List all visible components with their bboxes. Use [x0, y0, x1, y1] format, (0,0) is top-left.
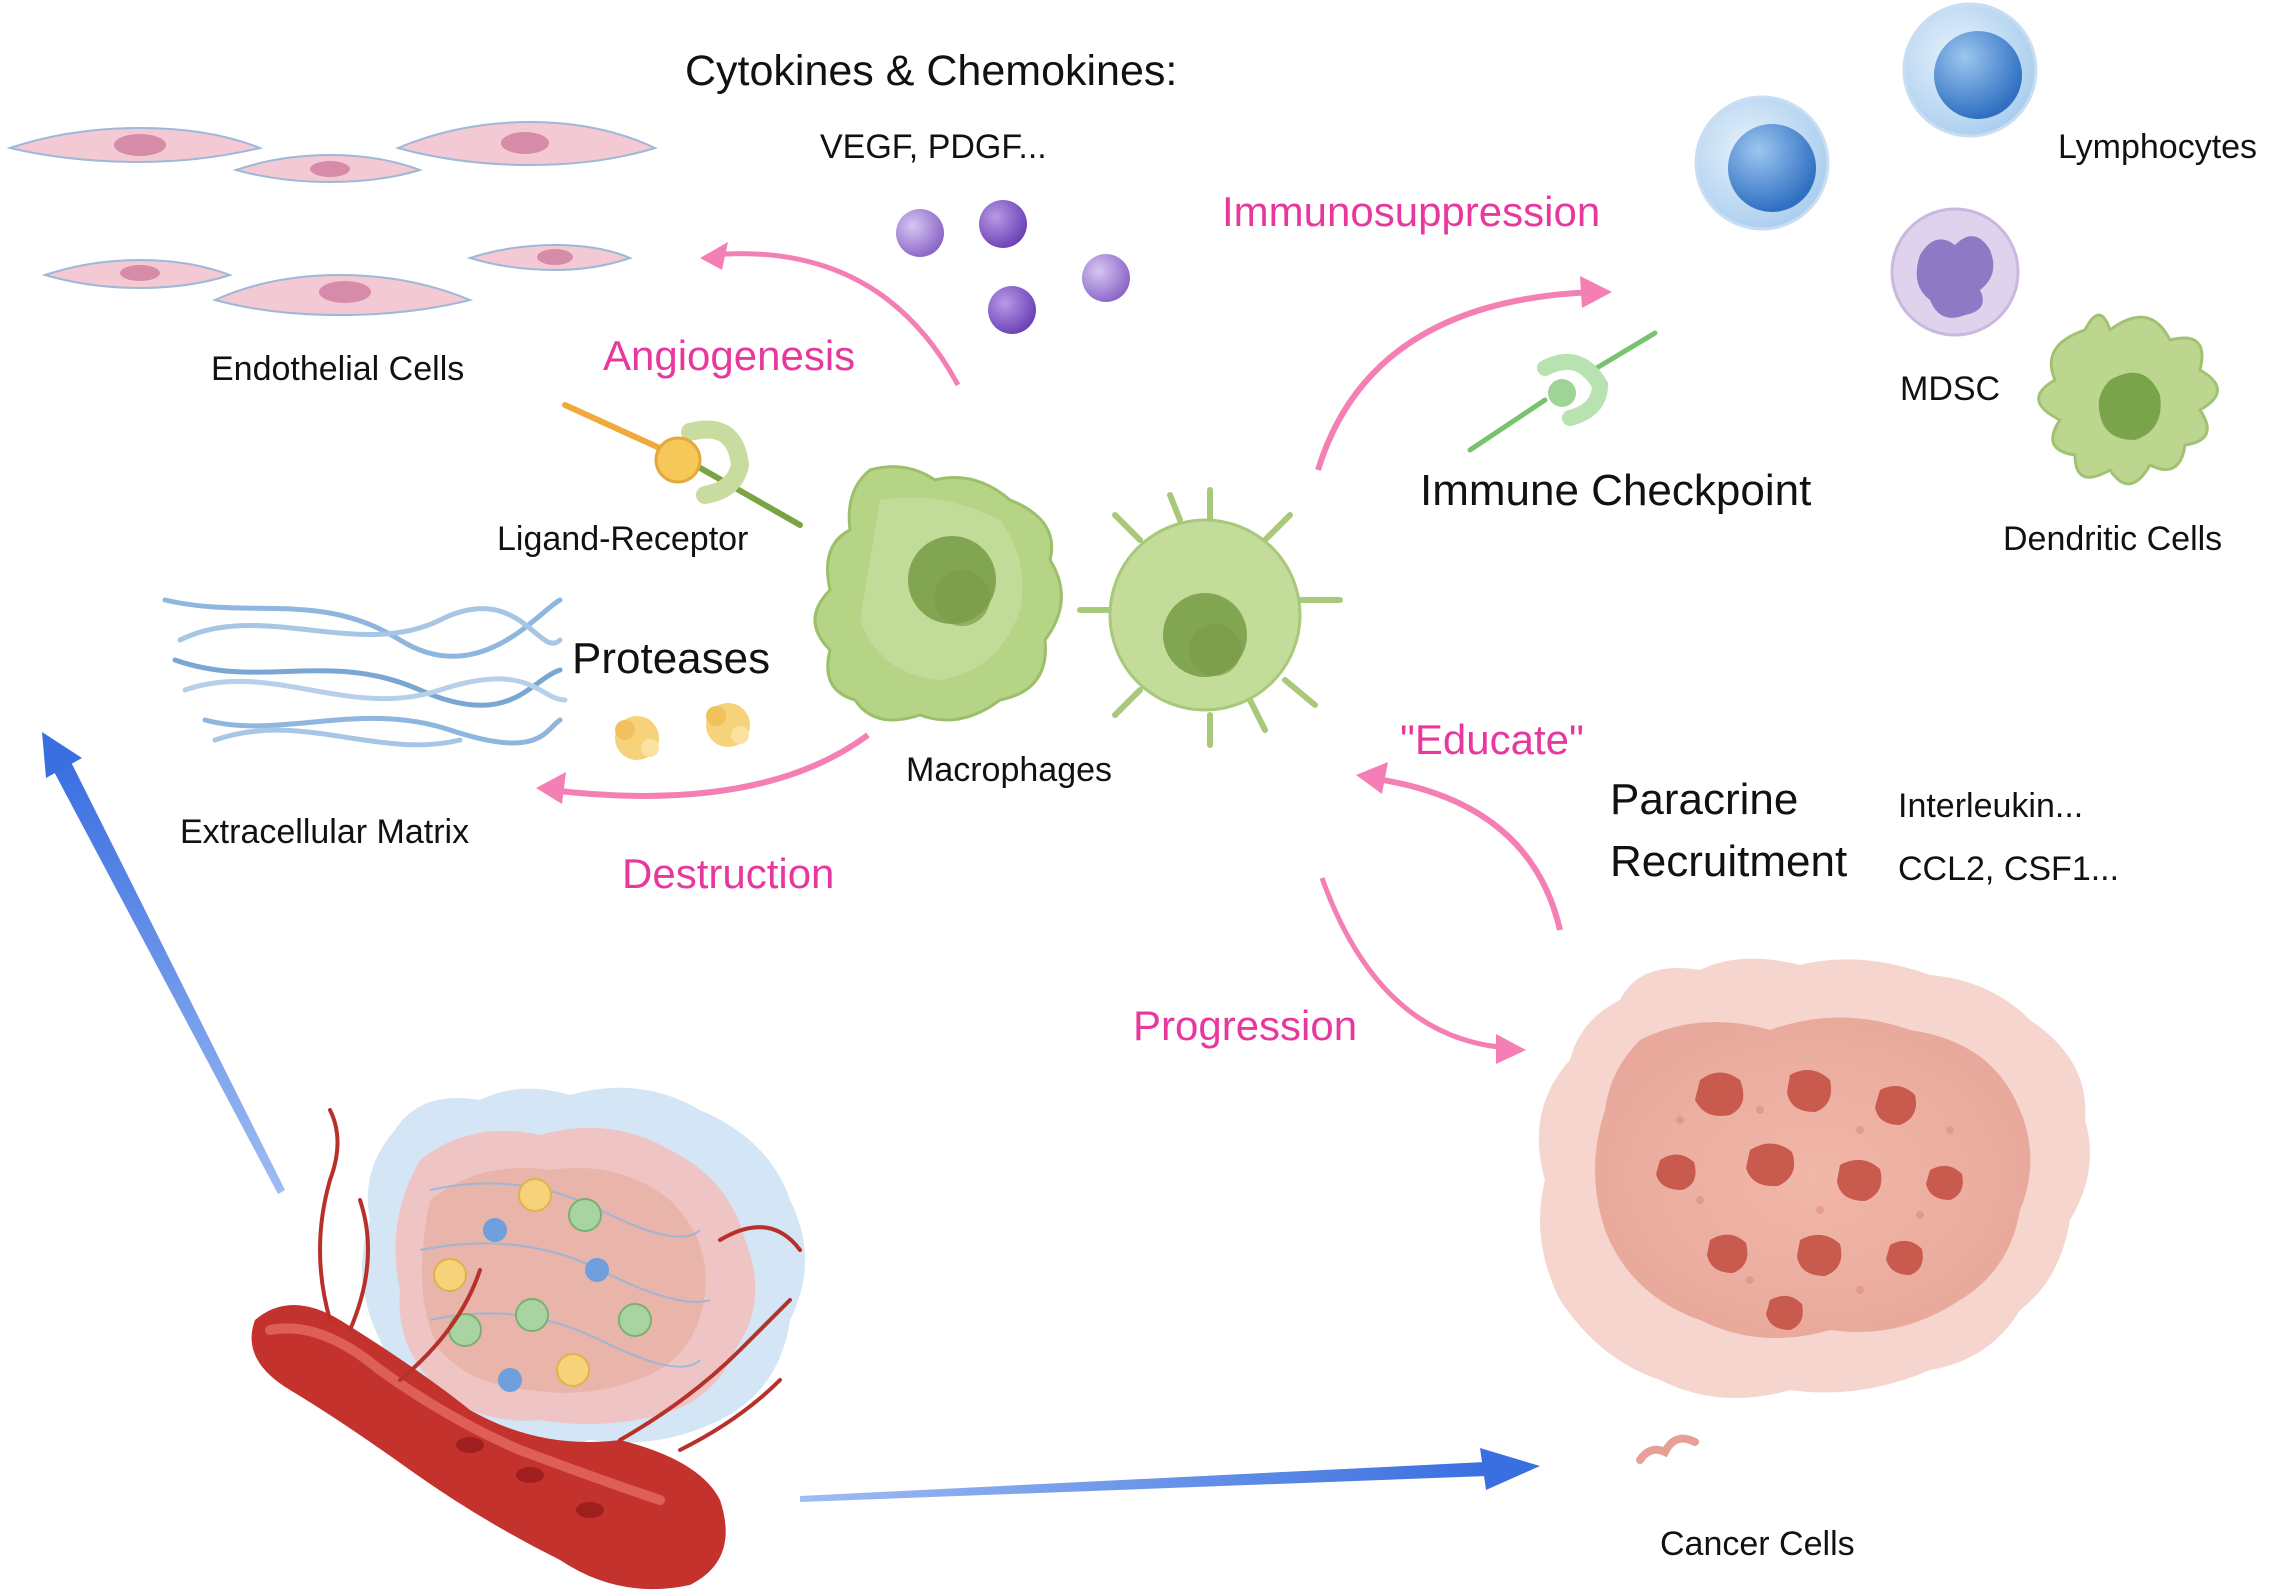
- angiogenesis-label: Angiogenesis: [603, 332, 855, 379]
- extracellular-matrix-label: Extracellular Matrix: [180, 813, 469, 851]
- ligand-receptor-icon: [562, 402, 803, 528]
- cytokines-list: VEGF, PDGF...: [820, 128, 1047, 166]
- mdsc-label: MDSC: [1900, 370, 2000, 408]
- educate-label: "Educate": [1400, 716, 1584, 763]
- cancer-cells-icon: [1538, 958, 2090, 1464]
- dendritic-cell-icon: [2037, 313, 2219, 486]
- macrophage-left-icon: [813, 465, 1063, 722]
- extracellular-matrix-icon: [162, 597, 568, 748]
- endothelial-cells-label: Endothelial Cells: [211, 350, 464, 388]
- endothelial-cells-icon: [6, 120, 658, 317]
- paracrine-label: Paracrine: [1610, 775, 1798, 824]
- macrophage-right-icon: [1077, 487, 1343, 748]
- angiogenesis-arrow: [700, 242, 961, 387]
- immunosuppression-arrow: [1315, 276, 1612, 471]
- ccl2-label: CCL2, CSF1...: [1898, 850, 2119, 888]
- mdsc-icon: [1890, 207, 2020, 337]
- destruction-arrow: [536, 732, 870, 804]
- interleukin-label: Interleukin...: [1898, 787, 2083, 825]
- lymphocytes-icon: [1694, 2, 2038, 231]
- proteases-label: Proteases: [572, 634, 770, 683]
- cancer-cells-label: Cancer Cells: [1660, 1525, 1855, 1563]
- blue-arrow-to-cancer: [800, 1448, 1540, 1502]
- cytokine-spheres-icon: [896, 200, 1130, 334]
- tumor-microenvironment-icon: [251, 1087, 805, 1590]
- educate-arrow: [1356, 762, 1563, 931]
- recruitment-label: Recruitment: [1610, 837, 1847, 886]
- macrophages-label: Macrophages: [906, 751, 1112, 789]
- dendritic-cells-label: Dendritic Cells: [2003, 520, 2222, 558]
- cytokines-title: Cytokines & Chemokines:: [685, 47, 1177, 95]
- blue-arrow-to-matrix: [42, 732, 285, 1194]
- immune-checkpoint-icon: [1467, 330, 1658, 453]
- lymphocytes-label: Lymphocytes: [2058, 128, 2257, 166]
- destruction-label: Destruction: [622, 850, 834, 897]
- progression-arrow: [1319, 877, 1526, 1064]
- progression-label: Progression: [1133, 1002, 1357, 1049]
- immunosuppression-label: Immunosuppression: [1222, 188, 1600, 235]
- protease-blobs-icon: [615, 703, 750, 760]
- immune-checkpoint-label: Immune Checkpoint: [1420, 466, 1811, 515]
- ligand-receptor-label: Ligand-Receptor: [497, 520, 748, 558]
